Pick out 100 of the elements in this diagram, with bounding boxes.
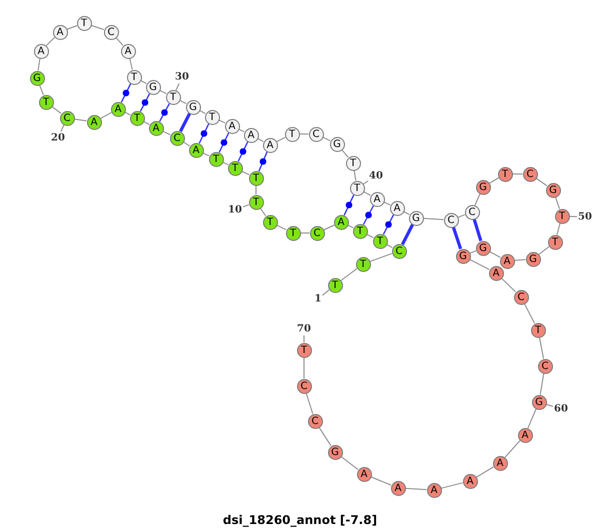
backbone-line bbox=[74, 118, 88, 122]
position-number: 40 bbox=[369, 170, 383, 182]
base-pair-line bbox=[140, 93, 150, 112]
base-pair-line bbox=[218, 132, 230, 153]
backbone-line bbox=[500, 278, 516, 292]
nucleotide-circle: T bbox=[286, 226, 300, 240]
leader-line bbox=[362, 180, 369, 184]
position-number: 60 bbox=[554, 404, 568, 414]
nucleotide-circle: A bbox=[262, 138, 278, 152]
nucleotide-circle: G bbox=[456, 248, 470, 264]
nucleotide-circle: A bbox=[492, 456, 508, 470]
backbone-line bbox=[527, 408, 537, 429]
leader-line bbox=[60, 124, 64, 132]
backbone-line bbox=[458, 214, 466, 218]
backbone-line bbox=[538, 246, 550, 255]
backbone-line bbox=[46, 36, 56, 46]
nucleotide-circle: C bbox=[308, 126, 324, 142]
backbone-line bbox=[504, 440, 520, 458]
nucleotide-circle: G bbox=[186, 100, 200, 114]
diagram-title: dsi_18260_annot [-7.8] bbox=[222, 513, 378, 527]
base-pair-line bbox=[238, 141, 248, 162]
leader-line bbox=[242, 204, 250, 208]
backbone-line bbox=[488, 177, 500, 184]
backbone-line bbox=[116, 37, 124, 46]
backbone-line bbox=[536, 178, 548, 186]
nucleotide-circle: T bbox=[372, 234, 388, 248]
backbone-line bbox=[524, 303, 536, 324]
backbone-line bbox=[100, 112, 112, 119]
nucleotide-circle: A bbox=[120, 44, 136, 58]
nucleotide-circle: C bbox=[60, 110, 74, 126]
position-number: 10 bbox=[228, 204, 242, 216]
backbone-line bbox=[90, 24, 104, 30]
nucleotide-circle: G bbox=[408, 210, 424, 226]
nucleotide-circle: A bbox=[86, 114, 102, 130]
position-number: 70 bbox=[297, 324, 311, 334]
backbone-line bbox=[300, 232, 310, 234]
nucleotide-circle: T bbox=[356, 256, 370, 272]
nucleotide-circle: C bbox=[522, 166, 538, 182]
backbone-line bbox=[39, 84, 44, 96]
backbone-line bbox=[341, 149, 349, 158]
position-number: 20 bbox=[51, 132, 65, 144]
nucleotide-circle: G bbox=[526, 252, 540, 266]
backbone-line bbox=[363, 191, 371, 196]
backbone-line bbox=[556, 222, 561, 236]
base-pair-line bbox=[198, 123, 210, 144]
backbone-line bbox=[323, 224, 335, 230]
backbone-line bbox=[405, 488, 427, 490]
nucleotide-circle: T bbox=[248, 170, 264, 186]
backbone-line bbox=[51, 106, 62, 114]
nucleotide-circle: T bbox=[126, 70, 142, 84]
nucleotide-circle: C bbox=[464, 204, 480, 220]
leader-line bbox=[546, 404, 554, 407]
backbone-line bbox=[340, 456, 359, 470]
nucleotide-circle: G bbox=[330, 136, 344, 152]
position-number: 50 bbox=[578, 212, 592, 222]
nucleotide-circle: T bbox=[328, 278, 342, 292]
nucleotide-circle: A bbox=[488, 266, 504, 280]
backbone-line bbox=[370, 476, 392, 486]
nucleotide-circle: T bbox=[296, 342, 312, 358]
backbone-line bbox=[489, 251, 501, 258]
nucleotide-circle: A bbox=[224, 118, 240, 134]
nucleotide-circle: T bbox=[284, 126, 300, 142]
backbone-line bbox=[318, 426, 332, 446]
backbone-line bbox=[276, 224, 287, 230]
base-pair-line bbox=[159, 103, 170, 122]
nucleotide-circle: A bbox=[244, 128, 258, 142]
nucleotide-circle: C bbox=[444, 212, 458, 228]
nucleotide-circle: T bbox=[228, 160, 242, 176]
nucleotide-circle: G bbox=[532, 394, 546, 410]
nucleotide-circle: A bbox=[370, 192, 384, 206]
backbone-line bbox=[514, 259, 526, 261]
leader-line bbox=[322, 289, 330, 296]
base-pair-line bbox=[179, 112, 191, 132]
backbone-line bbox=[370, 253, 392, 262]
base-pair-line bbox=[362, 205, 374, 225]
nucleotide-circle: C bbox=[296, 378, 312, 394]
backbone-line bbox=[469, 258, 490, 270]
backbone-line bbox=[476, 466, 494, 478]
nucleotide-circle: C bbox=[170, 130, 184, 146]
nucleotide-circle: A bbox=[188, 142, 204, 158]
nucleotide-circle: A bbox=[390, 200, 404, 216]
nucleotide-circle: C bbox=[310, 226, 324, 240]
backbone-line bbox=[276, 136, 286, 142]
nucleotide-circle: T bbox=[530, 322, 546, 338]
nucleotide-circle: A bbox=[356, 466, 372, 482]
nucleotide-circle: A bbox=[148, 120, 164, 136]
nucleotide-circle: T bbox=[548, 234, 562, 250]
nucleotide-circle: C bbox=[514, 290, 528, 304]
backbone-line bbox=[66, 25, 78, 30]
position-number: 1 bbox=[314, 294, 322, 304]
nucleotide-circle: T bbox=[76, 16, 92, 30]
base-pair-line bbox=[120, 83, 132, 103]
base-pair-line bbox=[344, 194, 354, 216]
backbone-line bbox=[129, 58, 133, 70]
nucleotide-circle: A bbox=[52, 24, 68, 40]
nucleotide-circle: T bbox=[346, 156, 360, 170]
nucleotide-circle: G bbox=[546, 182, 560, 198]
base-pair-line bbox=[401, 224, 414, 246]
backbone-line bbox=[440, 482, 464, 489]
nucleotide-circle: G bbox=[146, 80, 160, 94]
